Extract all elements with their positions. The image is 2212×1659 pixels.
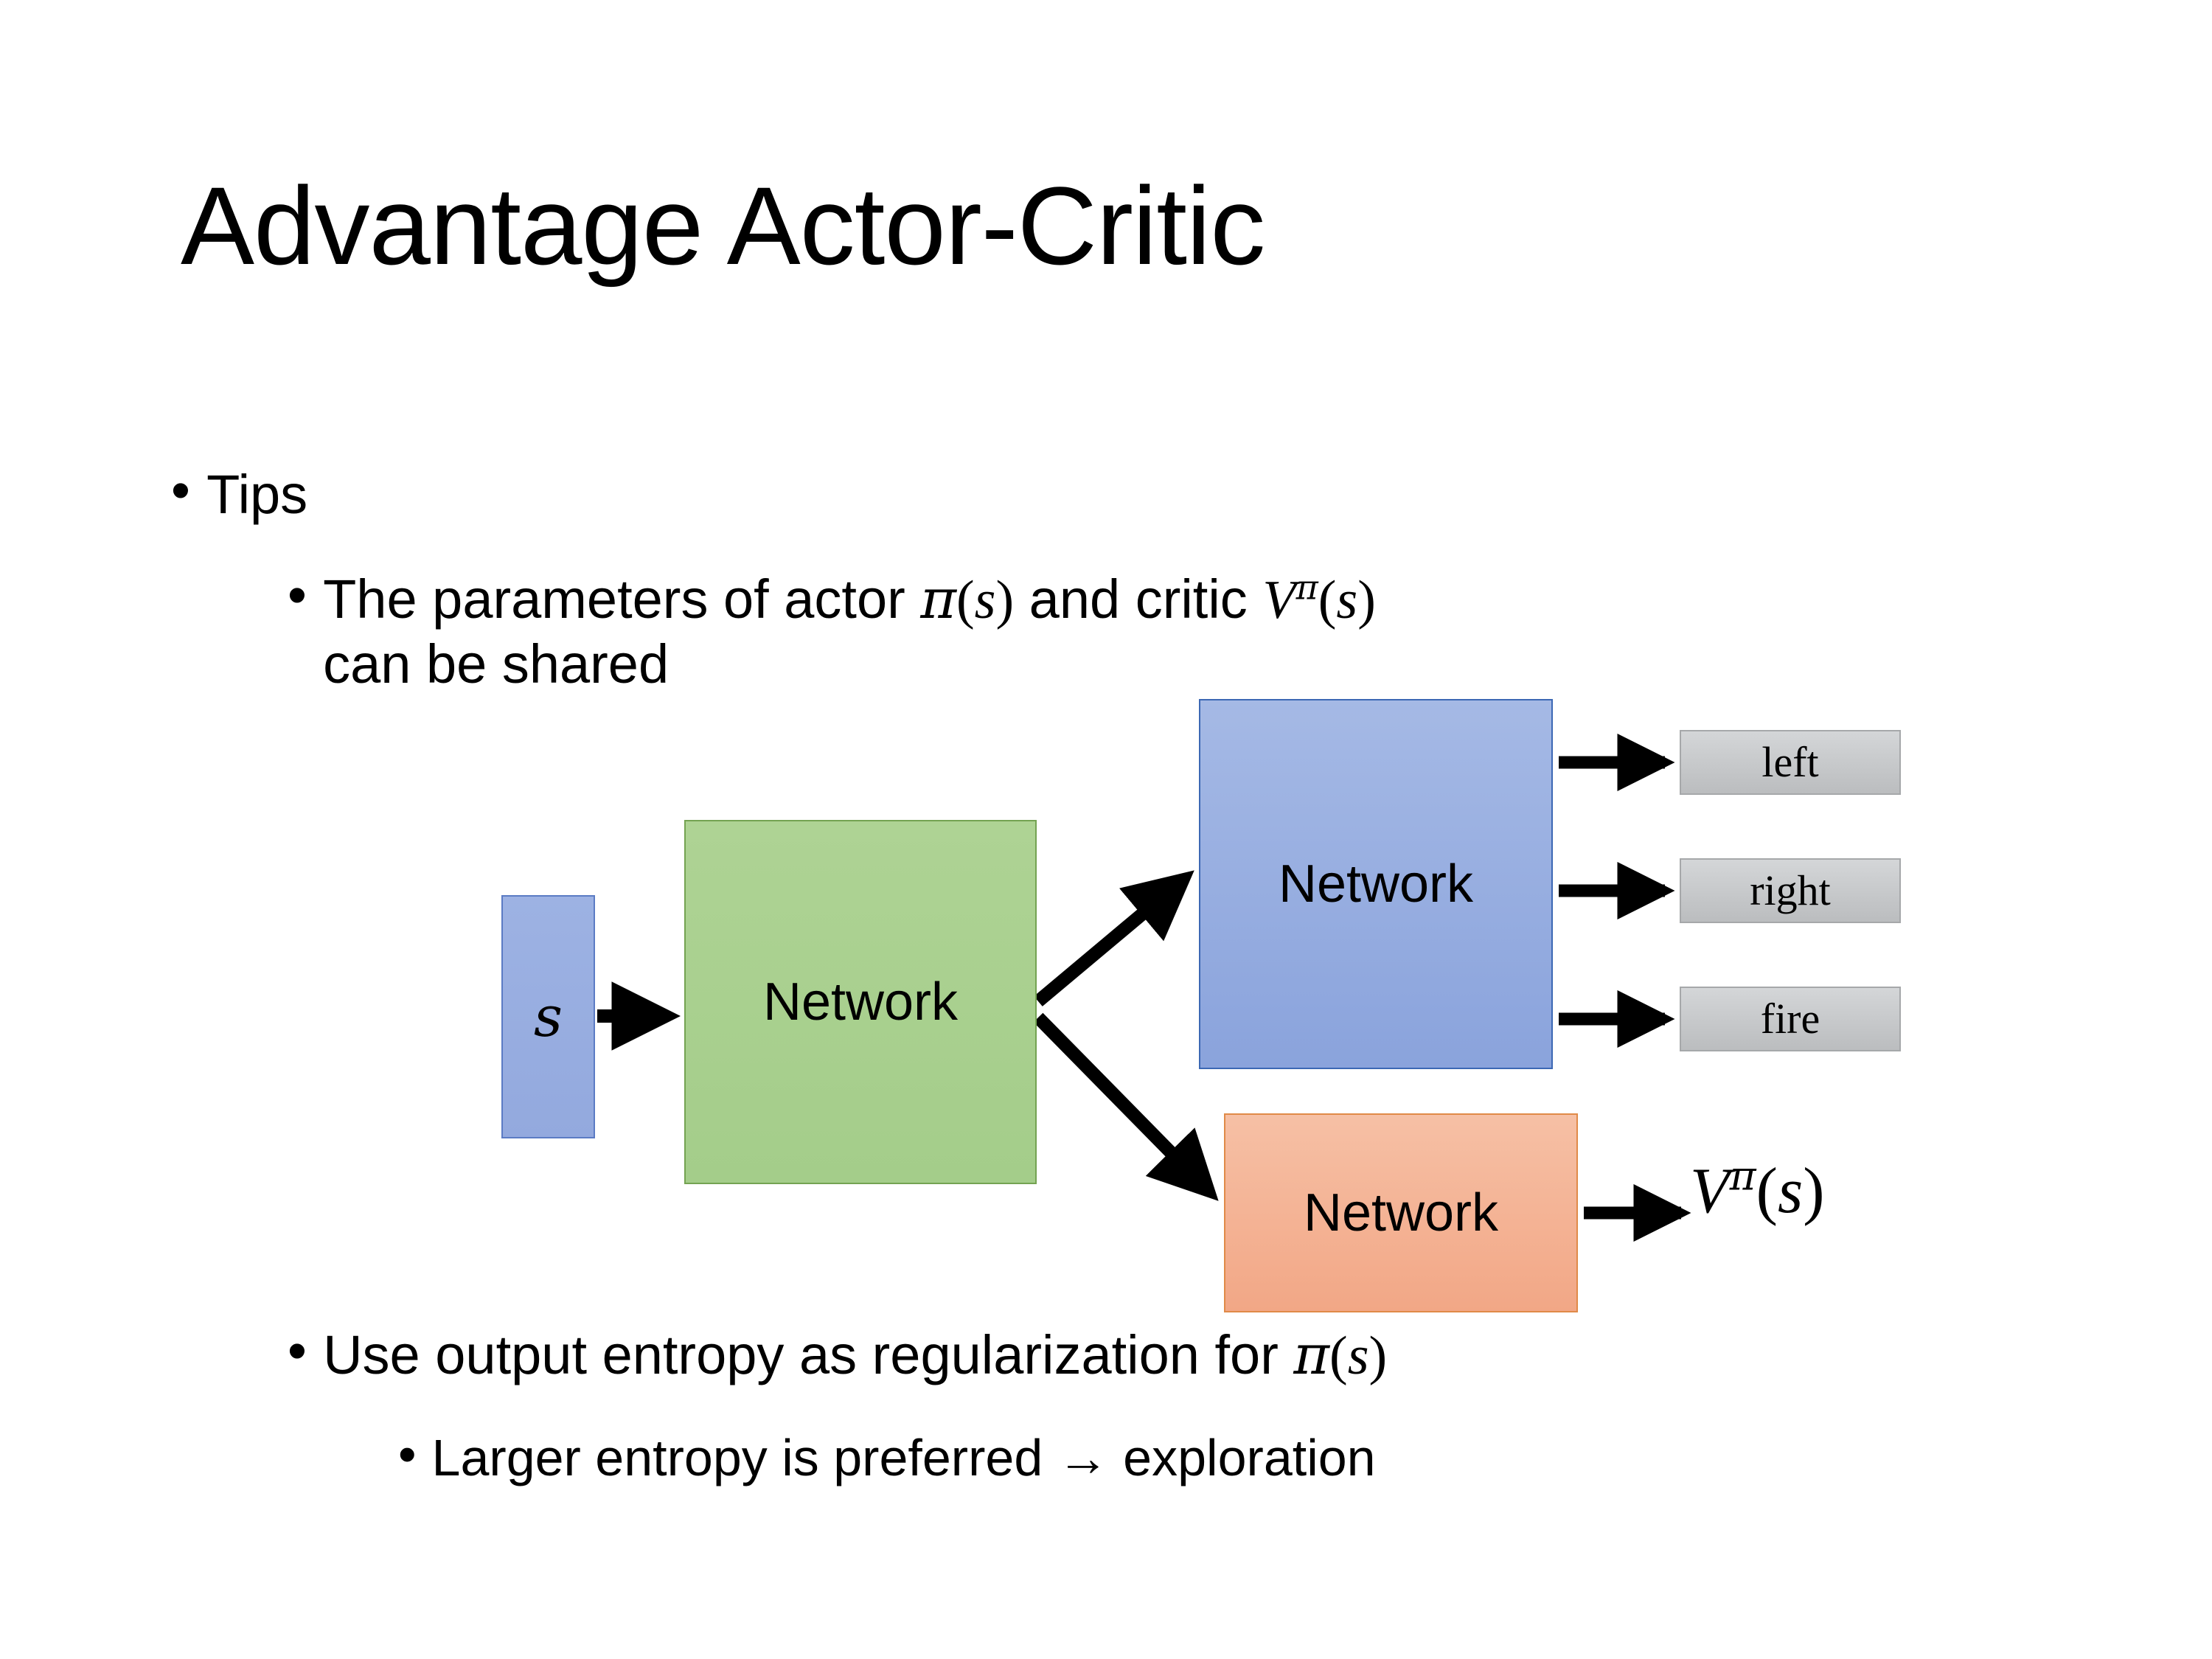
page-title: Advantage Actor-Critic [181,164,1265,288]
arrow-shared-to-actor [1034,870,1194,1006]
bullet-larger-entropy-label: Larger entropy is preferred → exploratio… [432,1428,1376,1489]
bullet-shared-params: • The parameters of actor π(s) and criti… [288,568,2057,696]
bullet-marker-icon: • [288,1320,307,1381]
larger-text-seg1: Larger entropy is preferred [431,1429,1057,1486]
paren-open: ( [1756,1155,1778,1227]
larger-text-seg2: exploration [1108,1429,1376,1486]
paren-close: ) [1368,1326,1388,1386]
paren-open: ( [1329,1326,1348,1386]
output-value-function: Vπ(s) [1690,1155,1825,1227]
output-action-left-label: left [1761,738,1819,786]
s-symbol: s [974,570,996,630]
node-actor-network[interactable]: Network [1199,699,1553,1069]
right-arrow-icon: → [1057,1429,1109,1486]
node-critic-network-label: Network [1303,1183,1499,1242]
v-symbol: V [1690,1155,1730,1227]
bullet-marker-icon: • [288,564,307,625]
s-symbol: s [1336,570,1358,630]
node-shared-network[interactable]: Network [684,820,1037,1184]
paren-close: ) [1357,570,1376,630]
output-action-right[interactable]: right [1680,858,1901,923]
node-state-label: s [533,984,563,1049]
bullet-marker-icon: • [171,459,190,521]
bullet-shared-params-label: The parameters of actor π(s) and critic … [323,568,1376,696]
params-text-seg1: The parameters of actor [323,568,921,630]
bullet-larger-entropy: • Larger entropy is preferred → explorat… [398,1428,1376,1489]
paren-open: ( [1318,570,1337,630]
s-symbol: s [1347,1326,1369,1386]
node-actor-network-label: Network [1278,855,1474,914]
pi-superscript: π [1729,1152,1756,1200]
paren-close: ) [995,570,1015,630]
bullet-entropy-regularization: • Use output entropy as regularization f… [288,1324,1387,1388]
bullet-entropy-label: Use output entropy as regularization for… [323,1324,1387,1388]
node-critic-network[interactable]: Network [1224,1113,1578,1312]
output-action-fire[interactable]: fire [1680,987,1901,1051]
pi-superscript: π [1295,567,1318,608]
pi-symbol: π [1293,1324,1330,1387]
params-text-seg2: and critic [1014,568,1263,630]
node-state-input[interactable]: s [501,895,595,1138]
pi-symbol: π [920,568,956,631]
entropy-text-seg1: Use output entropy as regularization for [323,1324,1294,1385]
bullet-marker-icon: • [398,1425,417,1483]
output-action-right-label: right [1750,866,1831,914]
s-symbol: s [1777,1155,1804,1227]
v-symbol: V [1262,570,1296,630]
output-action-left[interactable]: left [1680,730,1901,795]
params-text-seg3: can be shared [323,633,669,695]
output-action-fire-label: fire [1760,995,1820,1043]
paren-close: ) [1803,1155,1825,1227]
arrow-shared-to-critic [1033,1012,1219,1201]
paren-open: ( [956,570,975,630]
bullet-tips: • Tips [171,463,307,527]
bullet-tips-label: Tips [206,464,308,525]
node-shared-network-label: Network [762,973,959,1032]
